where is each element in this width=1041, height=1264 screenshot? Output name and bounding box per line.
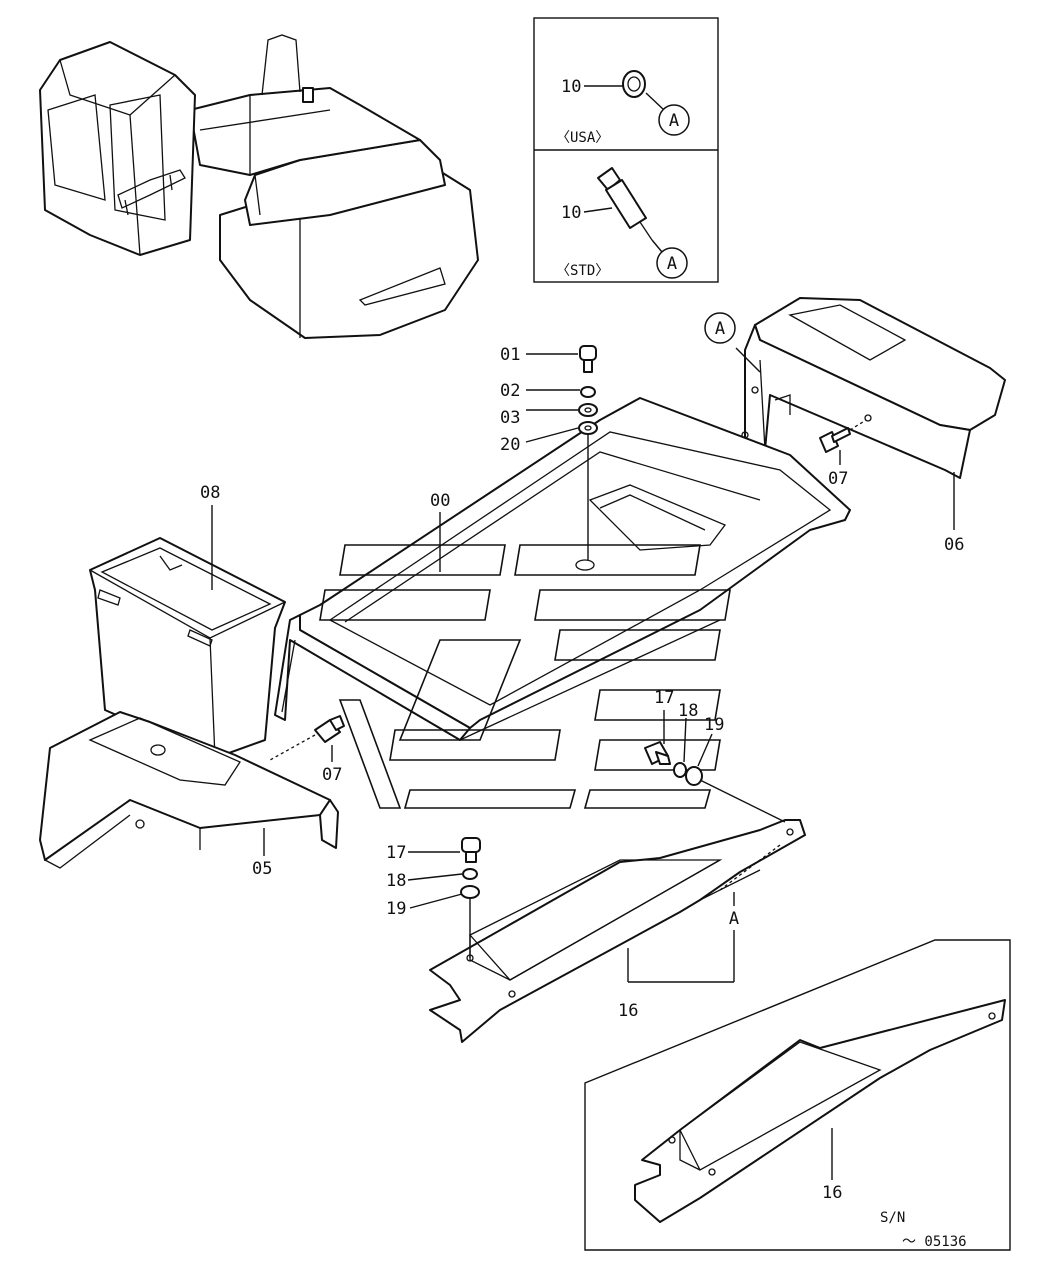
part-08	[89, 537, 286, 759]
variant-usa-label: 〈USA〉	[556, 130, 609, 146]
callout-17-right: 17	[654, 688, 674, 708]
part-16-main	[429, 819, 806, 1043]
callout-19-left: 19	[386, 899, 406, 919]
ref-a-part06-label: A	[715, 319, 725, 339]
callout-06: 06	[944, 535, 964, 555]
ref-a-usa: A	[658, 104, 690, 136]
callout-16-inset: 16	[822, 1183, 842, 1203]
callout-00: 00	[430, 491, 450, 511]
watermark-emblem	[319, 544, 731, 809]
serial-inset	[584, 939, 1011, 1251]
callout-16-main: 16	[618, 1001, 638, 1021]
callout-18-left: 18	[386, 871, 406, 891]
callout-10-std: 10	[561, 203, 581, 223]
part-05	[39, 711, 339, 869]
part-00	[274, 397, 851, 741]
callout-01: 01	[500, 345, 520, 365]
ref-a-std: A	[656, 247, 688, 279]
callout-17-left: 17	[386, 843, 406, 863]
variant-std-label: 〈STD〉	[556, 263, 609, 279]
callout-20: 20	[500, 435, 520, 455]
callout-19-right: 19	[704, 715, 724, 735]
callout-07-left: 07	[322, 765, 342, 785]
callout-08: 08	[200, 483, 220, 503]
excavator-overview	[39, 34, 479, 339]
serial-line1: S/N	[880, 1210, 905, 1226]
leader-lines	[211, 347, 955, 1180]
callout-02: 02	[500, 381, 520, 401]
ref-a-std-label: A	[667, 254, 677, 274]
callout-10-usa: 10	[561, 77, 581, 97]
hardware	[269, 345, 867, 958]
ref-a-part16-label: A	[729, 909, 739, 929]
callout-07-right: 07	[828, 469, 848, 489]
variant-inset	[533, 17, 719, 283]
callout-03: 03	[500, 408, 520, 428]
callout-05: 05	[252, 859, 272, 879]
ref-a-usa-label: A	[669, 111, 679, 131]
part-06	[741, 297, 1006, 479]
ref-a-part06: A	[704, 312, 736, 344]
serial-line2: ～ 05136	[902, 1234, 967, 1250]
callout-18-right: 18	[678, 701, 698, 721]
